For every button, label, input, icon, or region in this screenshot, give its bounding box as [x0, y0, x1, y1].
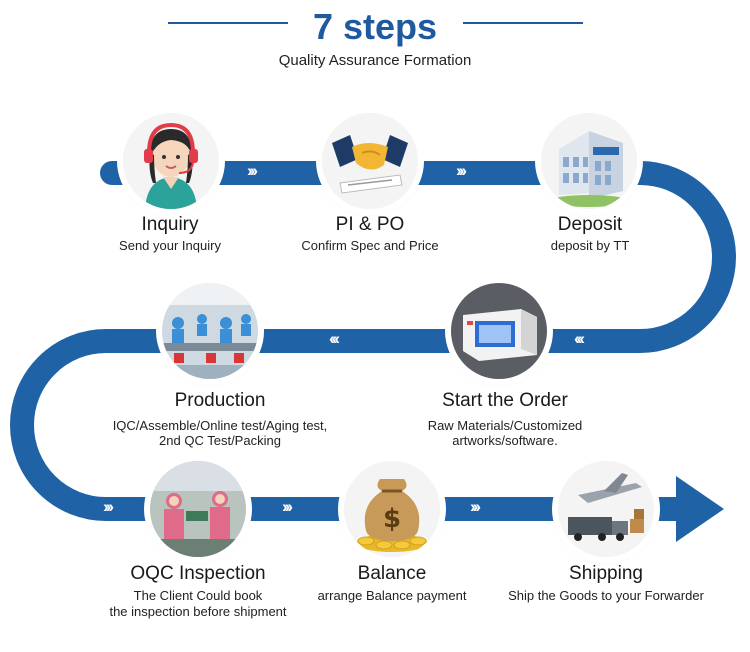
handshake-icon: [322, 113, 418, 209]
step-title-deposit: Deposit: [557, 214, 623, 235]
cargo-plane-icon: [558, 461, 654, 557]
step-title-start-order: Start the Order: [442, 390, 568, 411]
step-desc-oqc-2: the inspection before shipment: [109, 604, 287, 619]
page-subtitle: Quality Assurance Formation: [278, 52, 472, 69]
step-desc-start-order-2: artworks/software.: [452, 433, 558, 448]
product-box-icon: [451, 283, 547, 379]
step-desc-start-order-1: Raw Materials/Customized: [427, 418, 583, 433]
step-desc-pi-po: Confirm Spec and Price: [301, 238, 439, 253]
title-rule-left: [168, 22, 288, 24]
step-title-balance: Balance: [357, 563, 427, 584]
pi-po-image: [322, 113, 418, 209]
step-title-oqc: OQC Inspection: [130, 563, 266, 584]
svg-text:$: $: [383, 504, 401, 534]
title-rule-right: [463, 22, 583, 24]
path-arrow-head: [676, 476, 724, 542]
step-desc-balance: arrange Balance payment: [317, 588, 467, 603]
chevron-right-4: ›››: [282, 497, 293, 516]
step-title-production: Production: [174, 390, 266, 411]
step-desc-oqc-1: The Client Could book: [133, 588, 263, 603]
start-order-image: [451, 283, 547, 379]
deposit-image: [541, 113, 637, 209]
chevron-left-1: ‹‹‹: [329, 329, 340, 348]
chevron-right-2: ›››: [456, 161, 467, 180]
money-bag-icon: $: [344, 461, 440, 557]
page-title: 7 steps: [312, 6, 438, 47]
step-desc-production-1: IQC/Assemble/Online test/Aging test,: [112, 418, 328, 433]
step-desc-deposit: deposit by TT: [550, 238, 630, 253]
step-title-pi-po: PI & PO: [335, 214, 405, 235]
step-desc-production-2: 2nd QC Test/Packing: [159, 433, 281, 448]
shipping-image: [558, 461, 654, 557]
step-desc-inquiry: Send your Inquiry: [119, 238, 221, 253]
production-image: [162, 283, 258, 379]
customer-service-icon: [123, 113, 219, 209]
chevron-right-1: ›››: [247, 161, 258, 180]
inspection-icon: [150, 461, 246, 557]
oqc-inspection-image: [150, 461, 246, 557]
factory-line-icon: [162, 283, 258, 379]
balance-image: $: [344, 461, 440, 557]
chevron-left-2: ‹‹‹: [574, 329, 585, 348]
step-title-inquiry: Inquiry: [141, 214, 199, 235]
step-title-shipping: Shipping: [569, 563, 643, 584]
chevron-right-3: ›››: [103, 497, 114, 516]
bank-icon: [541, 113, 637, 209]
chevron-right-5: ›››: [470, 497, 481, 516]
inquiry-image: [123, 113, 219, 209]
step-desc-shipping: Ship the Goods to your Forwarder: [508, 588, 704, 603]
